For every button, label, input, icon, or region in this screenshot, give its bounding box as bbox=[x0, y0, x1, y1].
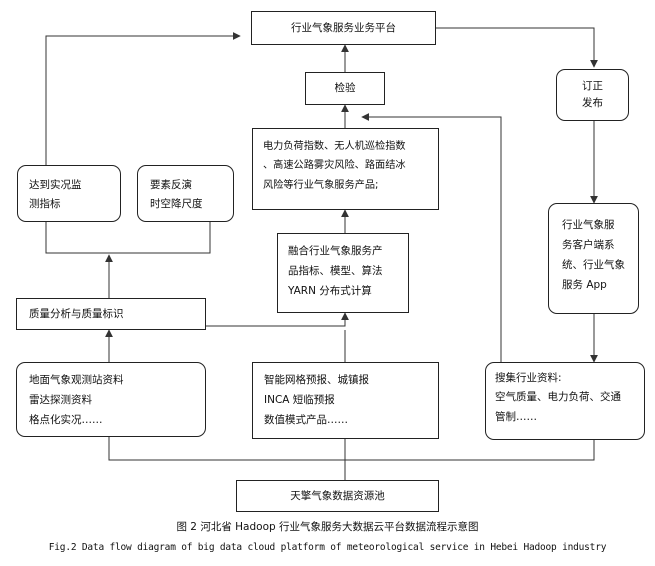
node-forecast-line-1: 智能网格预报、城镇报 bbox=[264, 374, 369, 386]
node-check: 检验 bbox=[305, 72, 385, 105]
node-quality-text: 质量分析与质量标识 bbox=[29, 308, 124, 320]
node-revise: 订正 发布 bbox=[556, 69, 629, 121]
node-observation-line-2: 雷达探测资料 bbox=[29, 393, 92, 406]
node-forecast-line-3: 数值模式产品…… bbox=[264, 413, 348, 426]
node-fusion: 融合行业气象服务产 品指标、模型、算法 YARN 分布式计算 bbox=[277, 233, 409, 313]
node-downscale-line-2: 时空降尺度 bbox=[150, 197, 203, 210]
node-downscale: 要素反演 时空降尺度 bbox=[137, 165, 234, 222]
node-collect: 搜集行业资料: 空气质量、电力负荷、交通 管制…… bbox=[485, 362, 645, 440]
node-revise-line-1: 订正 bbox=[582, 80, 603, 93]
edge-bottom-bus bbox=[108, 437, 595, 461]
node-client: 行业气象服 务客户端系 统、行业气象 服务 App bbox=[548, 203, 639, 314]
edge-quality-to-fusion bbox=[206, 312, 349, 327]
node-fusion-line-1: 融合行业气象服务产 bbox=[288, 245, 383, 257]
node-realtime-line-1: 达到实况监 bbox=[29, 179, 82, 191]
node-products: 电力负荷指数、无人机巡检指数 、高速公路雾灾风险、路面结冰 风险等行业气象服务产… bbox=[252, 128, 439, 210]
node-pool: 天擎气象数据资源池 bbox=[236, 480, 439, 512]
edge-platform-to-revise bbox=[436, 27, 598, 68]
node-downscale-line-1: 要素反演 bbox=[150, 179, 192, 191]
edge-collect-to-check bbox=[361, 113, 502, 362]
node-realtime-line-2: 测指标 bbox=[29, 197, 61, 210]
node-collect-line-1: 搜集行业资料: bbox=[495, 372, 562, 384]
figure-caption-en: Fig.2 Data flow diagram of big data clou… bbox=[48, 542, 607, 553]
node-observation-line-3: 格点化实况…… bbox=[29, 413, 103, 426]
node-revise-line-2: 发布 bbox=[582, 97, 603, 109]
node-client-line-4: 服务 App bbox=[562, 278, 607, 291]
node-products-line-3: 风险等行业气象服务产品; bbox=[263, 179, 379, 191]
node-check-text: 检验 bbox=[334, 82, 356, 95]
node-observation: 地面气象观测站资料 雷达探测资料 格点化实况…… bbox=[16, 362, 206, 437]
edge-feedback-loop bbox=[45, 32, 241, 165]
node-pool-text: 天擎气象数据资源池 bbox=[290, 489, 385, 502]
node-client-line-3: 统、行业气象 bbox=[562, 258, 625, 271]
node-quality: 质量分析与质量标识 bbox=[16, 298, 206, 330]
node-client-line-1: 行业气象服 bbox=[562, 219, 615, 231]
edge-loop-bottom bbox=[45, 222, 211, 254]
node-products-line-2: 、高速公路雾灾风险、路面结冰 bbox=[263, 160, 406, 172]
node-collect-line-3: 管制…… bbox=[495, 410, 537, 423]
node-products-line-1: 电力负荷指数、无人机巡检指数 bbox=[263, 141, 406, 152]
node-platform-text: 行业气象服务业务平台 bbox=[291, 21, 396, 34]
node-observation-line-1: 地面气象观测站资料 bbox=[29, 374, 124, 386]
node-collect-line-2: 空气质量、电力负荷、交通 bbox=[495, 391, 621, 404]
node-fusion-line-2: 品指标、模型、算法 bbox=[288, 264, 383, 277]
figure-caption-cn: 图 2 河北省 Hadoop 行业气象服务大数据云平台数据流程示意图 bbox=[176, 521, 479, 533]
node-client-line-2: 务客户端系 bbox=[562, 238, 615, 251]
node-platform: 行业气象服务业务平台 bbox=[251, 11, 436, 45]
node-forecast: 智能网格预报、城镇报 INCA 短临预报 数值模式产品…… bbox=[252, 362, 439, 439]
node-fusion-line-3: YARN 分布式计算 bbox=[288, 284, 372, 297]
node-realtime: 达到实况监 测指标 bbox=[17, 165, 121, 222]
node-forecast-line-2: INCA 短临预报 bbox=[264, 393, 335, 406]
